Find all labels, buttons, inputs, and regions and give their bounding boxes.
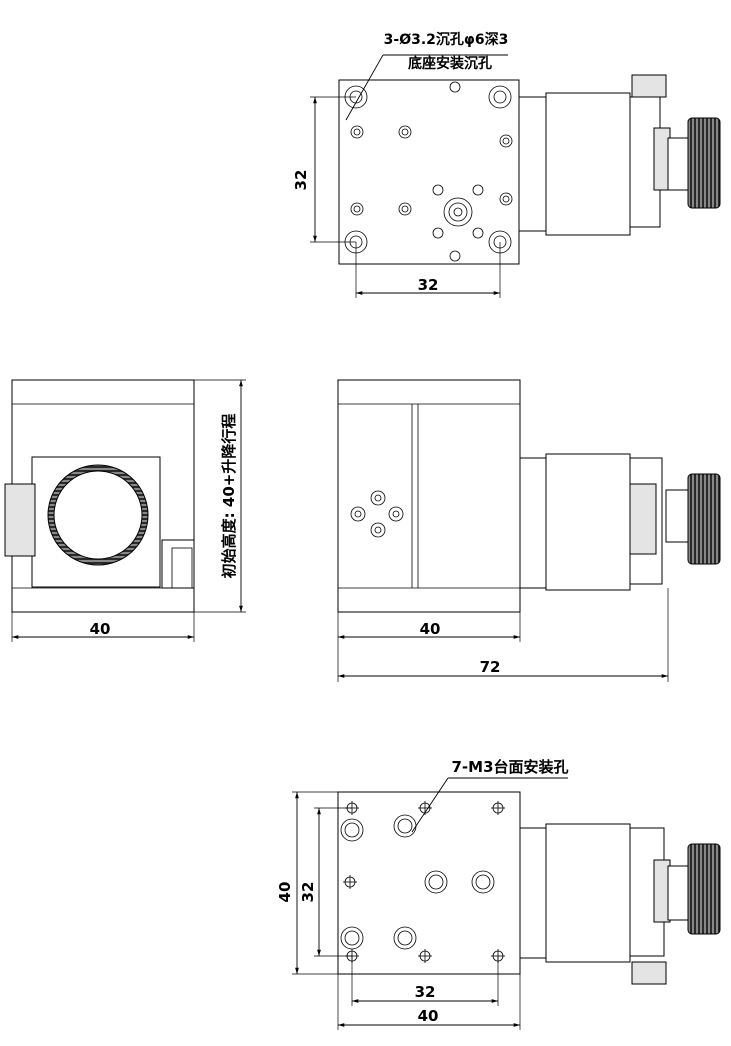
front-screw-pattern	[350, 490, 404, 538]
top-view: 3-Ø3.2沉孔φ6深3 底座安装沉孔 32 32	[292, 31, 721, 298]
bottom-view: 7-M3台面安装孔 40 32 32 40	[276, 758, 721, 1030]
callout-leader	[345, 54, 384, 121]
motor-assembly	[517, 74, 721, 236]
dimension-horizontal-label: 32	[418, 276, 439, 294]
front-width-dimension-label: 40	[420, 620, 441, 638]
side-view: 40 初始高度: 40+升降行程	[4, 379, 246, 642]
base-plate	[338, 79, 520, 265]
bottom-outer-horizontal-dimension-label: 40	[418, 1007, 439, 1025]
side-width-dimension-label: 40	[90, 620, 111, 638]
counterbore-callout-line1: 3-Ø3.2沉孔φ6深3	[384, 31, 509, 48]
front-body	[337, 379, 521, 613]
front-view: 40 72	[337, 379, 721, 682]
table-callout-leader	[411, 777, 449, 833]
bottom-motor-assembly	[517, 823, 721, 985]
table-holes-callout: 7-M3台面安装孔	[451, 758, 568, 776]
dimension-vertical-label: 32	[292, 170, 310, 191]
side-height-dimension-label: 初始高度: 40+升降行程	[220, 414, 238, 579]
front-total-dimension-label: 72	[480, 658, 501, 676]
bottom-inner-vertical-dimension-label: 32	[299, 882, 317, 903]
front-motor-assembly	[517, 453, 721, 591]
bottom-inner-horizontal-dimension-label: 32	[415, 983, 436, 1001]
counterbore-callout-line2: 底座安装沉孔	[408, 55, 492, 72]
table-holes	[340, 801, 505, 963]
bottom-outer-vertical-dimension-label: 40	[276, 882, 294, 903]
